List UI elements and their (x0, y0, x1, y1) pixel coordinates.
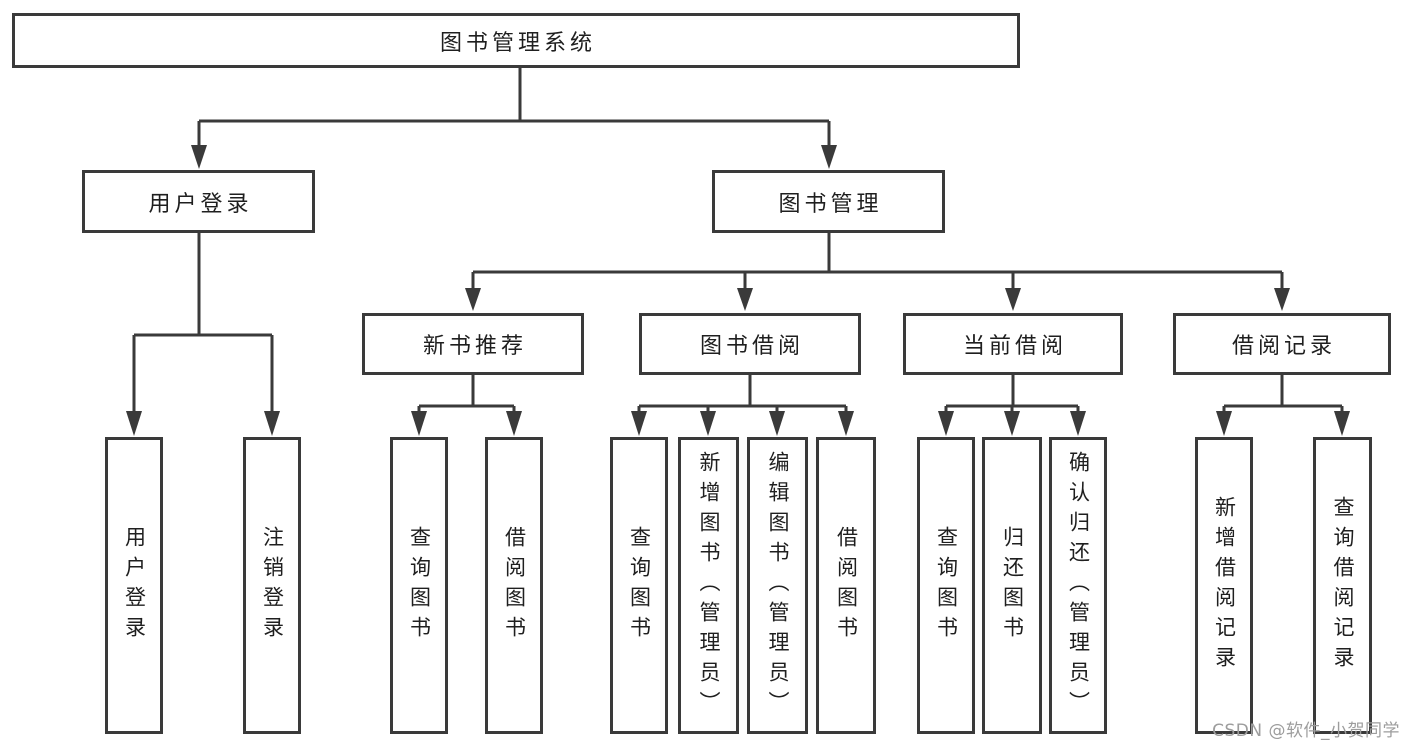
node-user-login: 用户登录 (82, 170, 315, 233)
leaf-user-login: 用户登录 (105, 437, 163, 734)
node-book-management: 图书管理 (712, 170, 945, 233)
leaf-logout: 注销登录 (243, 437, 301, 734)
leaf-query-borrow-record: 查询借阅记录 (1313, 437, 1372, 734)
node-label: 查询图书 (627, 525, 652, 646)
node-label: 图书管理 (778, 191, 883, 217)
node-label: 查询图书 (934, 525, 959, 646)
leaf-confirm-return-admin: 确认归还（管理员） (1049, 437, 1107, 734)
node-label: 确认归还（管理员） (1066, 450, 1091, 721)
node-label: 借阅记录 (1231, 334, 1336, 359)
node-label: 编辑图书（管理员） (766, 450, 790, 721)
node-label: 用户登录 (148, 191, 253, 217)
leaf-add-book-admin: 新增图书（管理员） (678, 437, 739, 734)
node-current-borrow: 当前借阅 (903, 313, 1123, 375)
node-label: 新增借阅记录 (1212, 495, 1237, 676)
node-borrow-records: 借阅记录 (1173, 313, 1391, 375)
leaf-edit-book-admin: 编辑图书（管理员） (747, 437, 808, 734)
node-label: 图书管理系统 (439, 30, 596, 56)
node-label: 查询借阅记录 (1331, 495, 1355, 676)
csdn-watermark: CSDN @软件_小贺同学 (1212, 721, 1400, 741)
node-label: 借阅图书 (502, 525, 527, 646)
leaf-add-borrow-record: 新增借阅记录 (1195, 437, 1253, 734)
leaf-borrow-books: 借阅图书 (816, 437, 876, 734)
leaf-query-books-borrow: 查询图书 (610, 437, 668, 734)
node-label: 当前借阅 (962, 334, 1067, 359)
leaf-return-book: 归还图书 (982, 437, 1042, 734)
node-library-system: 图书管理系统 (12, 13, 1020, 68)
node-label: 归还图书 (1000, 525, 1025, 646)
node-label: 借阅图书 (834, 525, 859, 646)
leaf-query-books-recommend: 查询图书 (390, 437, 448, 734)
node-new-book-recommend: 新书推荐 (362, 313, 584, 375)
node-label: 新书推荐 (422, 334, 527, 359)
node-label: 新增图书（管理员） (697, 450, 721, 721)
node-label: 查询图书 (407, 525, 432, 646)
leaf-borrow-books-recommend: 借阅图书 (485, 437, 543, 734)
node-label: 注销登录 (260, 525, 285, 646)
leaf-query-books-current: 查询图书 (917, 437, 975, 734)
node-book-borrow: 图书借阅 (639, 313, 861, 375)
node-label: 图书借阅 (699, 334, 804, 359)
node-label: 用户登录 (122, 525, 147, 646)
